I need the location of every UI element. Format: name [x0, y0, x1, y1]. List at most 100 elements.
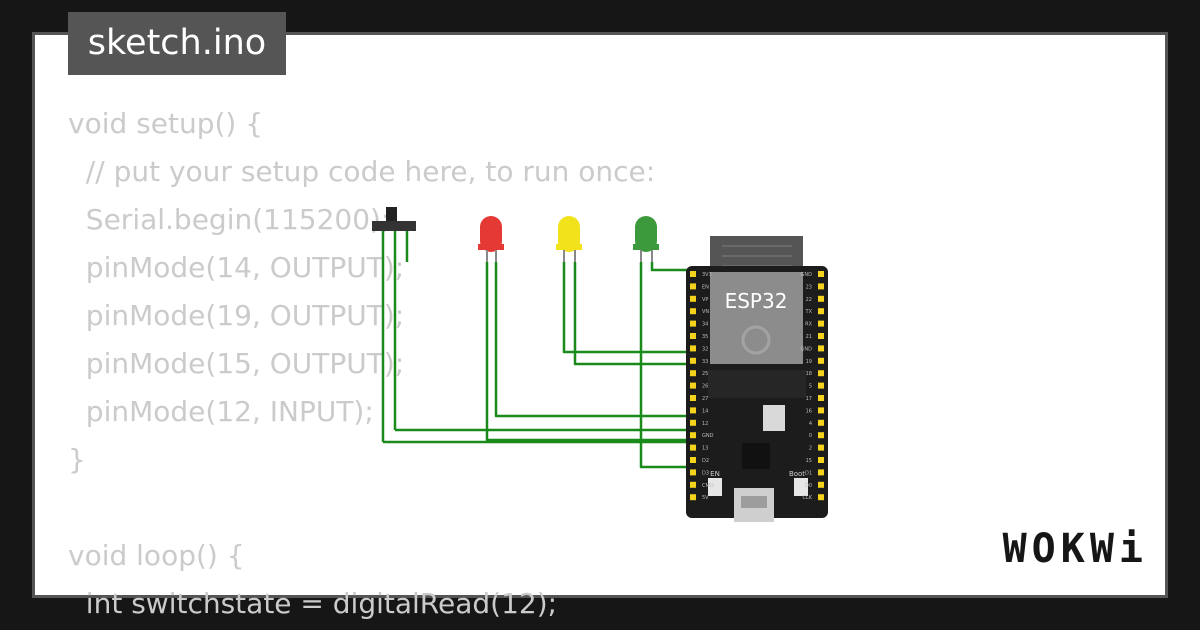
led-yellow[interactable] [556, 216, 582, 262]
switch-handle[interactable] [386, 207, 397, 221]
code-line: void loop() { [68, 539, 245, 572]
pin-label: CLK [802, 495, 812, 501]
file-tab[interactable]: sketch.ino [68, 12, 286, 75]
pin-label: 34 [702, 322, 708, 328]
header-pin[interactable] [690, 308, 696, 315]
boot-label: Boot [789, 470, 805, 478]
pin-label: 5 [809, 384, 812, 390]
header-pin[interactable] [690, 469, 696, 476]
slide-switch[interactable] [372, 207, 416, 442]
header-pin[interactable] [818, 333, 824, 339]
pin-label: 33 [702, 359, 708, 365]
header-pin[interactable] [690, 320, 696, 327]
header-pin[interactable] [690, 395, 696, 401]
header-pin[interactable] [818, 271, 824, 277]
pin-label: D1 [805, 470, 812, 476]
pin-label: 21 [806, 334, 812, 340]
esp32-module-shield [710, 272, 803, 364]
code-editor[interactable]: void setup() { // put your setup code he… [68, 100, 768, 628]
header-pin[interactable] [818, 320, 824, 327]
header-pin[interactable] [690, 283, 696, 290]
pin-label: 13 [702, 446, 708, 452]
header-pin[interactable] [690, 370, 696, 377]
header-pin[interactable] [690, 444, 696, 451]
header-pin[interactable] [818, 481, 824, 488]
espressif-logo-icon [741, 325, 771, 355]
header-pin[interactable] [818, 457, 824, 463]
switch-body [372, 221, 416, 231]
header-pin[interactable] [818, 469, 824, 476]
led-red[interactable] [478, 216, 504, 262]
header-pin[interactable] [690, 333, 696, 339]
header-pin[interactable] [690, 494, 696, 501]
led-green[interactable] [633, 216, 659, 262]
header-pin[interactable] [818, 432, 824, 439]
pin-label: 12 [702, 421, 708, 427]
pin-label: CMD [702, 483, 714, 489]
pin-label: 27 [702, 396, 708, 402]
en-button[interactable] [708, 478, 722, 496]
header-pin[interactable] [690, 457, 696, 463]
header-pin[interactable] [818, 444, 824, 451]
pin-label: 35 [702, 334, 708, 340]
pin-label: 15 [806, 458, 812, 464]
header-pin[interactable] [818, 357, 824, 364]
wire[interactable] [494, 262, 693, 418]
header-pin[interactable] [818, 419, 824, 426]
esp32-label: ESP32 [725, 289, 788, 313]
pin-label: 3V3 [702, 272, 712, 278]
usb-uart-chip [742, 443, 770, 469]
pin-label: 0 [809, 433, 812, 439]
pin-label: 19 [806, 359, 812, 365]
pin-label: 2 [809, 446, 812, 452]
led-red-rim [478, 244, 504, 250]
esp32-board[interactable]: ESP32 EN Boot 3V3ENVPVN34353233252627141… [686, 236, 828, 522]
pin-label: VP [702, 297, 708, 303]
led-green-rim [633, 244, 659, 250]
pin-label: D0 [805, 483, 812, 489]
header-pin[interactable] [818, 407, 824, 414]
header-pin[interactable] [690, 481, 696, 488]
led-yellow-rim [556, 244, 582, 250]
led-yellow-body [558, 216, 580, 252]
pin-label: D3 [702, 470, 709, 476]
header-pin[interactable] [690, 407, 696, 414]
header-pin[interactable] [818, 494, 824, 501]
pin-label: VN [702, 309, 709, 315]
code-line: void setup() { [68, 107, 264, 140]
header-pin[interactable] [690, 357, 696, 364]
header-pin[interactable] [818, 283, 824, 290]
pin-label: 14 [702, 408, 708, 414]
code-line: pinMode(12, INPUT); [68, 395, 374, 428]
code-line: } [68, 443, 86, 476]
header-pin[interactable] [818, 370, 824, 377]
usb-opening [741, 496, 767, 508]
en-label: EN [710, 470, 720, 478]
header-pin[interactable] [690, 382, 696, 389]
header-pin[interactable] [690, 271, 696, 277]
pin-label: 25 [702, 371, 708, 377]
header-pin[interactable] [818, 295, 824, 302]
header-pin[interactable] [690, 432, 696, 439]
header-pin[interactable] [690, 295, 696, 302]
module-base [708, 370, 806, 398]
code-line: int switchstate = digitalRead(12); [68, 587, 558, 620]
led-green-body [635, 216, 657, 252]
left-header-pins: 3V3ENVPVN343532332526271412GND13D2D3CMD5… [690, 271, 714, 501]
header-pin[interactable] [818, 395, 824, 401]
pin-label: 23 [806, 284, 812, 290]
header-pin[interactable] [818, 345, 824, 352]
pin-label: 5V [702, 495, 709, 501]
header-pin[interactable] [690, 345, 696, 352]
header-pin[interactable] [818, 308, 824, 315]
header-pin[interactable] [818, 382, 824, 389]
wire[interactable] [485, 262, 693, 442]
header-pin[interactable] [690, 419, 696, 426]
boot-button[interactable] [794, 478, 808, 496]
pin-label: 4 [809, 421, 812, 427]
pin-label: 32 [702, 346, 708, 352]
pin-label: GND [801, 346, 813, 352]
code-line: // put your setup code here, to run once… [68, 155, 656, 188]
